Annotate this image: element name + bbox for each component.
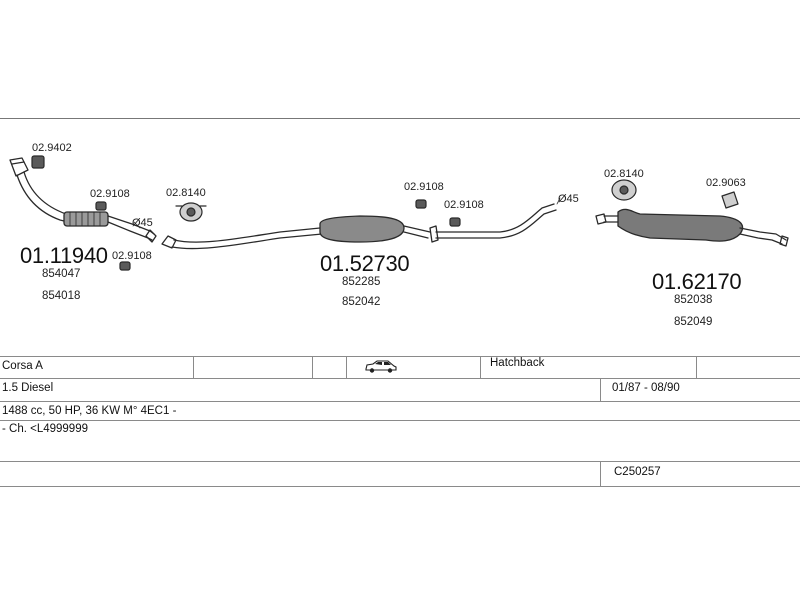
- leader-lines: [133, 197, 561, 229]
- clamp-label-b: 02.9108: [90, 188, 130, 200]
- section-ref-rear-1: 852038: [674, 294, 713, 306]
- clamp-icons: [31, 155, 739, 271]
- vehicle-spec: 1488 cc, 50 HP, 36 KW M° 4EC1 -: [2, 405, 177, 417]
- table-line: [0, 401, 800, 402]
- section-number-rear: 01.62170: [652, 269, 742, 294]
- clamp-label-d: 02.9108: [404, 181, 444, 193]
- vehicle-engine: 1.5 Diesel: [2, 382, 54, 394]
- vehicle-code: C250257: [614, 466, 661, 478]
- table-line: [0, 486, 800, 487]
- diameter-label-b: Ø45: [558, 193, 579, 205]
- table-line: [0, 356, 800, 357]
- table-line: [0, 420, 800, 421]
- section-ref-front-2: 854018: [42, 290, 81, 302]
- section-ref-center-2: 852042: [342, 296, 381, 308]
- hatchback-car-icon: [365, 360, 397, 373]
- section-ref-center-1: 852285: [342, 276, 381, 288]
- clamp-label-e: 02.9108: [444, 199, 484, 211]
- clamp-label-c: 02.9108: [112, 250, 152, 262]
- vehicle-model: Corsa A: [2, 360, 43, 372]
- hanger-label-c: 02.9063: [706, 177, 746, 189]
- table-line: [0, 461, 800, 462]
- diagram-frame: [0, 118, 800, 487]
- table-divider: [696, 356, 697, 378]
- diameter-label-a: Ø45: [132, 217, 153, 229]
- hanger-label-b: 02.8140: [604, 168, 644, 180]
- hanger-label-a: 02.8140: [166, 187, 206, 199]
- clamp-label-a: 02.9402: [32, 142, 72, 154]
- table-divider: [600, 378, 601, 401]
- front-pipe-part: [9, 157, 157, 243]
- table-divider: [600, 461, 601, 486]
- table-line: [0, 378, 800, 379]
- table-divider: [346, 356, 347, 378]
- section-ref-rear-2: 852049: [674, 316, 713, 328]
- center-pipe-part: [161, 203, 557, 250]
- table-divider: [480, 356, 481, 378]
- vehicle-years: 01/87 - 08/90: [612, 382, 680, 394]
- vehicle-chassis: - Ch. <L4999999: [2, 423, 88, 435]
- rear-silencer-part: [595, 208, 789, 247]
- table-divider: [312, 356, 313, 378]
- table-divider: [193, 356, 194, 378]
- section-ref-front-1: 854047: [42, 268, 81, 280]
- section-number-center: 01.52730: [320, 251, 410, 276]
- vehicle-body: Hatchback: [490, 357, 545, 369]
- section-number-front: 01.11940: [20, 243, 108, 268]
